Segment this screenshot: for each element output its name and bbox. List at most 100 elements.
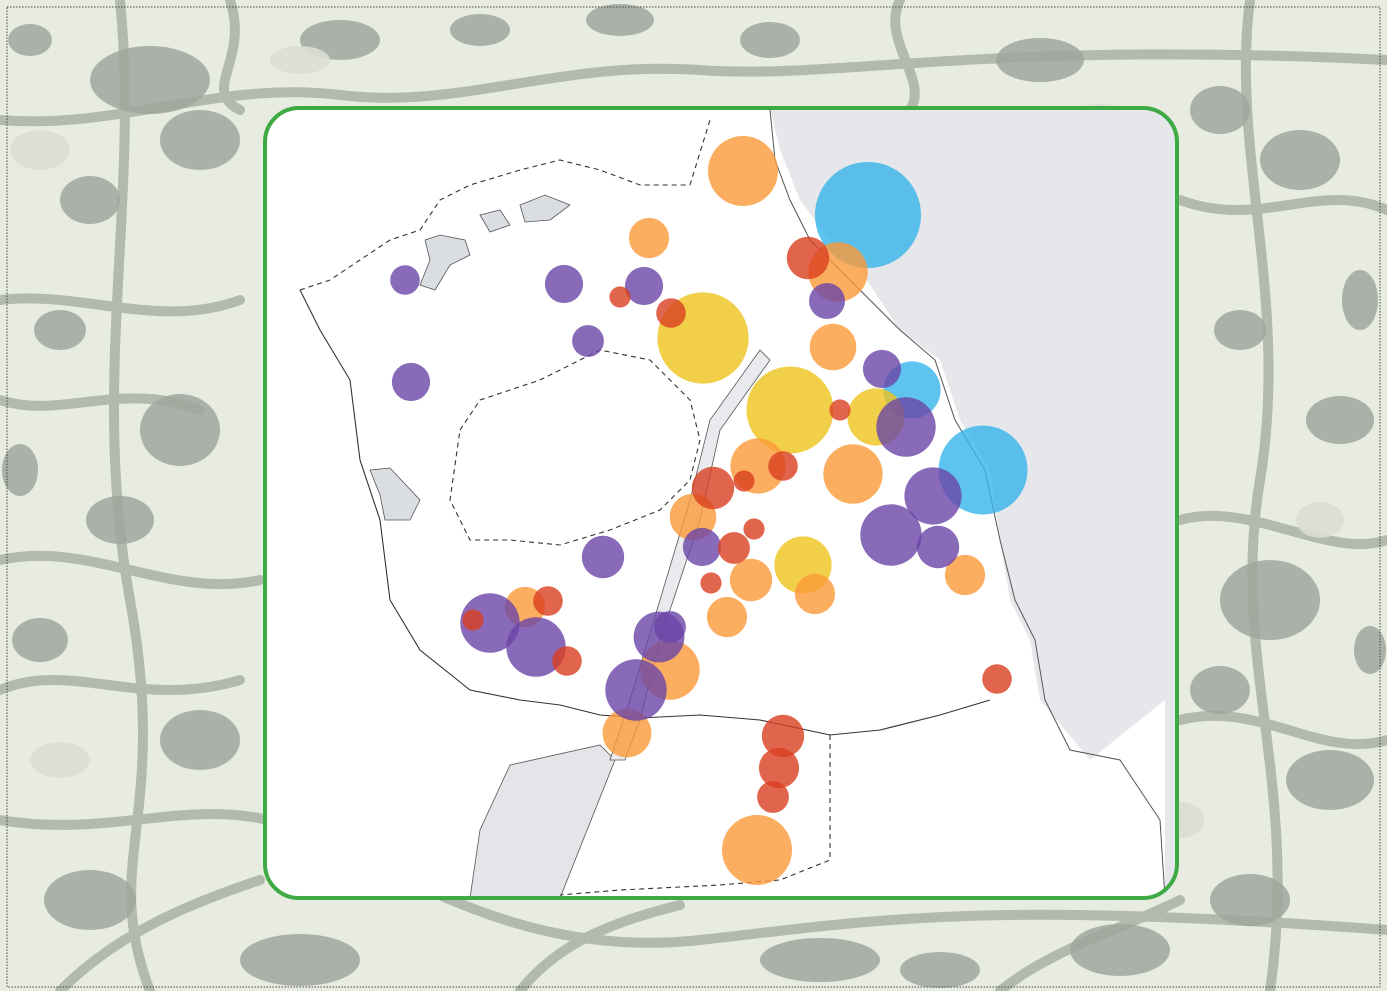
red-marker[interactable] — [733, 470, 755, 492]
purple-marker[interactable] — [904, 467, 962, 525]
lake — [519, 194, 571, 223]
purple-marker[interactable] — [572, 325, 604, 357]
built-area — [1220, 560, 1320, 640]
purple-marker[interactable] — [876, 397, 936, 457]
orange-marker[interactable] — [823, 444, 883, 504]
red-marker[interactable] — [758, 747, 800, 789]
panel-border — [263, 106, 1179, 900]
markers-layer — [390, 136, 1028, 885]
built-area — [900, 952, 980, 988]
built-area — [740, 22, 800, 58]
road — [1175, 195, 1387, 215]
red-marker[interactable] — [691, 466, 735, 510]
purple-marker[interactable] — [460, 593, 520, 653]
red-marker[interactable] — [829, 399, 851, 421]
water-body — [30, 742, 90, 778]
built-up-areas — [2, 4, 1386, 988]
purple-marker[interactable] — [390, 265, 420, 295]
orange-marker[interactable] — [722, 815, 792, 885]
red-marker[interactable] — [700, 572, 722, 594]
red-marker[interactable] — [462, 609, 484, 631]
purple-marker[interactable] — [862, 349, 902, 389]
red-marker[interactable] — [786, 236, 830, 280]
built-area — [140, 394, 220, 466]
purple-marker[interactable] — [654, 611, 686, 643]
built-area — [160, 110, 240, 170]
orange-marker[interactable] — [794, 573, 836, 615]
focus-panel — [263, 106, 1179, 900]
purple-marker[interactable] — [809, 283, 845, 319]
built-area — [1342, 270, 1378, 330]
built-area — [1190, 86, 1250, 134]
red-marker[interactable] — [768, 451, 798, 481]
road — [0, 675, 245, 695]
orange-marker[interactable] — [602, 708, 652, 758]
airport-area — [469, 744, 616, 898]
built-area — [8, 24, 52, 56]
orange-marker[interactable] — [708, 136, 778, 206]
built-area — [760, 938, 880, 982]
red-marker[interactable] — [656, 298, 686, 328]
built-area — [90, 46, 210, 114]
purple-marker[interactable] — [605, 659, 667, 721]
blue-marker[interactable] — [815, 162, 921, 268]
water-body — [270, 46, 330, 74]
road — [219, 0, 245, 115]
road — [0, 809, 1387, 948]
built-area — [1214, 310, 1266, 350]
built-area — [34, 310, 86, 350]
red-marker[interactable] — [718, 532, 750, 564]
purple-marker[interactable] — [624, 266, 664, 306]
purple-marker[interactable] — [860, 504, 922, 566]
road — [1175, 510, 1387, 550]
built-area — [1190, 666, 1250, 714]
red-marker[interactable] — [552, 646, 582, 676]
road — [1175, 710, 1387, 750]
built-area — [586, 4, 654, 36]
purple-marker[interactable] — [391, 362, 431, 402]
lake — [369, 467, 421, 521]
orange-marker[interactable] — [944, 554, 986, 596]
municipal-boundary — [299, 289, 991, 736]
built-area — [1286, 750, 1374, 810]
built-area — [996, 38, 1084, 82]
map-frame — [6, 6, 1381, 988]
orange-marker[interactable] — [809, 323, 857, 371]
orange-marker[interactable] — [706, 596, 748, 638]
road — [1240, 0, 1283, 991]
lake — [419, 234, 471, 291]
built-area — [1070, 924, 1170, 976]
built-area — [1354, 626, 1386, 674]
road — [55, 875, 265, 991]
built-area — [1306, 396, 1374, 444]
built-area — [1260, 130, 1340, 190]
orange-marker[interactable] — [729, 558, 773, 602]
lake — [479, 209, 511, 233]
purple-marker[interactable] — [916, 525, 960, 569]
built-area — [2, 444, 38, 496]
built-area — [86, 496, 154, 544]
red-marker[interactable] — [533, 586, 563, 616]
road — [109, 0, 155, 991]
red-marker[interactable] — [609, 286, 631, 308]
built-area — [160, 710, 240, 770]
purple-marker[interactable] — [682, 527, 722, 567]
water-body — [1296, 502, 1344, 538]
built-area — [60, 176, 120, 224]
purple-marker[interactable] — [506, 617, 566, 677]
purple-marker[interactable] — [581, 535, 625, 579]
road — [515, 900, 685, 991]
panel-content — [299, 108, 1177, 898]
built-area — [240, 934, 360, 986]
district-boundary — [299, 119, 711, 291]
orange-marker[interactable] — [628, 217, 670, 259]
red-marker[interactable] — [761, 714, 805, 758]
yellow-marker[interactable] — [746, 366, 834, 454]
purple-marker[interactable] — [544, 264, 584, 304]
red-marker[interactable] — [743, 518, 765, 540]
red-marker[interactable] — [757, 781, 789, 813]
red-marker[interactable] — [982, 664, 1012, 694]
built-area — [12, 618, 68, 662]
